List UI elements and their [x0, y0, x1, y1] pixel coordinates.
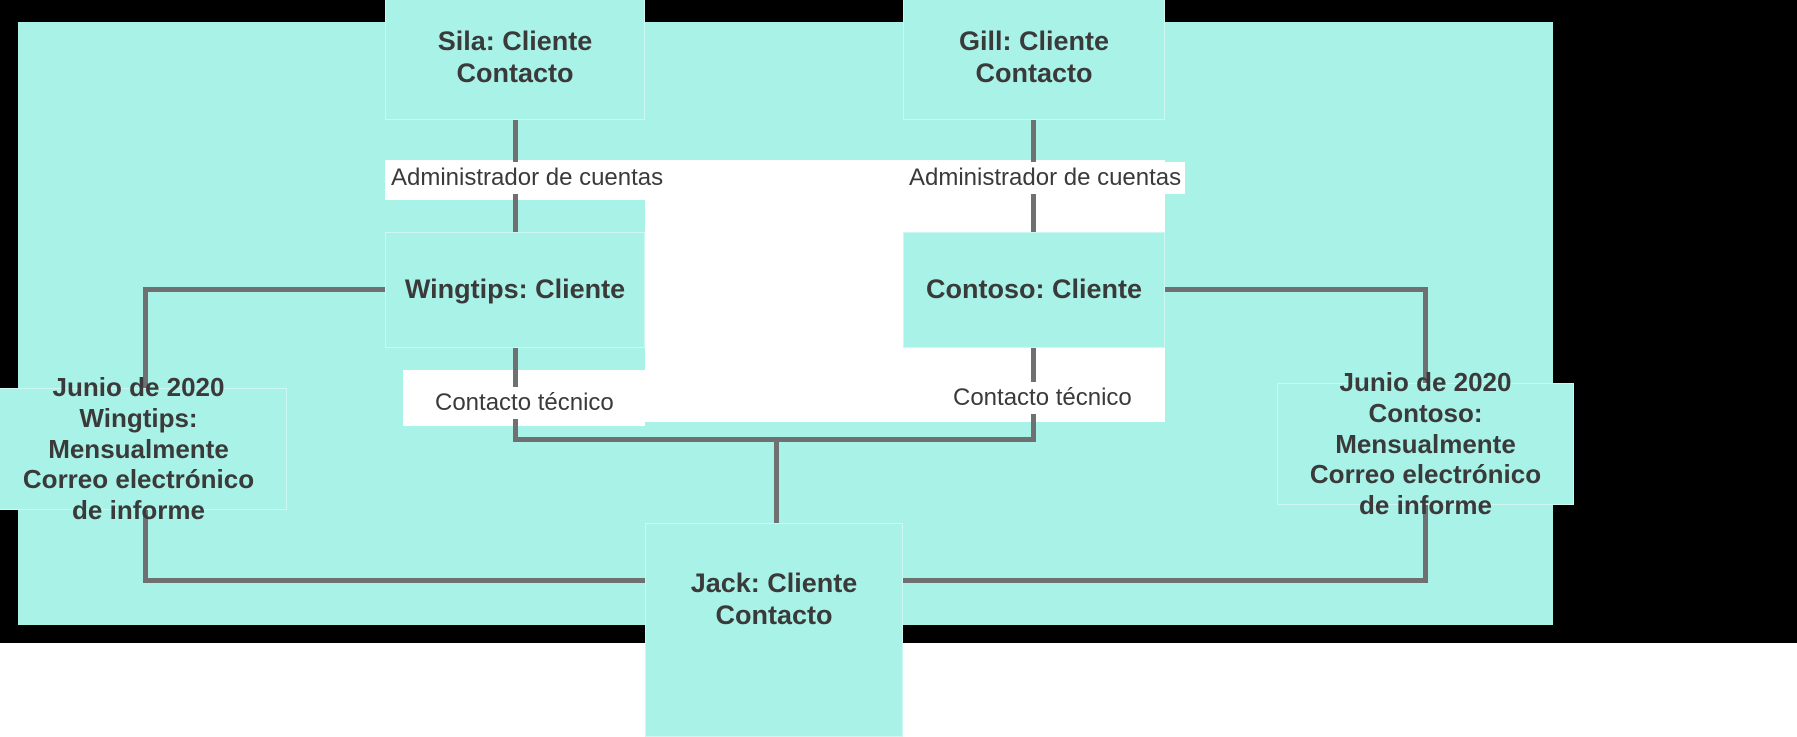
- connector-wingtips-note-horizontal: [143, 287, 387, 292]
- connector-jack-note-left: [143, 578, 651, 583]
- note-contoso-line3: Correo electrónico: [1309, 459, 1542, 490]
- node-sila[interactable]: Sila: Cliente Contacto: [385, 0, 645, 120]
- frame-right: [1553, 22, 1797, 625]
- frame-top-right: [1165, 0, 1797, 22]
- node-jack[interactable]: Jack: Cliente Contacto: [645, 523, 903, 737]
- frame-top-middle: [645, 0, 904, 22]
- node-sila-line2: Contacto: [456, 58, 574, 88]
- note-wingtips-line4: de informe: [72, 495, 205, 526]
- note-wingtips[interactable]: Junio de 2020 Wingtips: Mensualmente Cor…: [0, 372, 287, 525]
- node-jack-line2: Contacto: [715, 600, 833, 630]
- note-contoso-line1: Junio de 2020: [1339, 367, 1512, 398]
- note-contoso-line2: Contoso: Mensualmente: [1335, 398, 1516, 459]
- frame-bottom-left: [0, 625, 645, 643]
- edge-label-wingtips-jack: Contacto técnico: [431, 387, 618, 419]
- node-wingtips[interactable]: Wingtips: Cliente: [385, 232, 645, 348]
- connector-jack-stem: [774, 437, 779, 525]
- node-gill-line2: Contacto: [975, 58, 1093, 88]
- note-wingtips-line3: Correo electrónico: [22, 464, 255, 495]
- connector-jack-note-right: [899, 578, 1428, 583]
- edge-label-gill-contoso: Administrador de cuentas: [905, 162, 1186, 194]
- node-wingtips-label: Wingtips: Cliente: [404, 274, 626, 305]
- frame-left: [0, 22, 18, 625]
- node-contoso-label: Contoso: Cliente: [926, 274, 1142, 305]
- node-jack-line1: Jack: Cliente: [690, 568, 858, 599]
- frame-bottom-right: [903, 625, 1797, 643]
- node-gill-line1: Gill: Cliente: [958, 26, 1110, 57]
- node-sila-line1: Sila: Cliente: [437, 26, 593, 57]
- note-contoso[interactable]: Junio de 2020 Contoso: Mensualmente Corr…: [1277, 367, 1574, 520]
- edge-label-sila-wingtips: Administrador de cuentas: [387, 162, 668, 194]
- note-contoso-line4: de informe: [1359, 490, 1492, 521]
- connector-contoso-note-horizontal: [1165, 287, 1428, 292]
- node-contoso[interactable]: Contoso: Cliente: [903, 232, 1165, 348]
- node-gill[interactable]: Gill: Cliente Contacto: [903, 0, 1165, 120]
- edge-label-contoso-jack: Contacto técnico: [949, 382, 1136, 414]
- note-wingtips-line1: Junio de 2020: [52, 372, 225, 403]
- frame-top-left: [0, 0, 386, 22]
- note-wingtips-line2: Wingtips: Mensualmente: [48, 403, 229, 464]
